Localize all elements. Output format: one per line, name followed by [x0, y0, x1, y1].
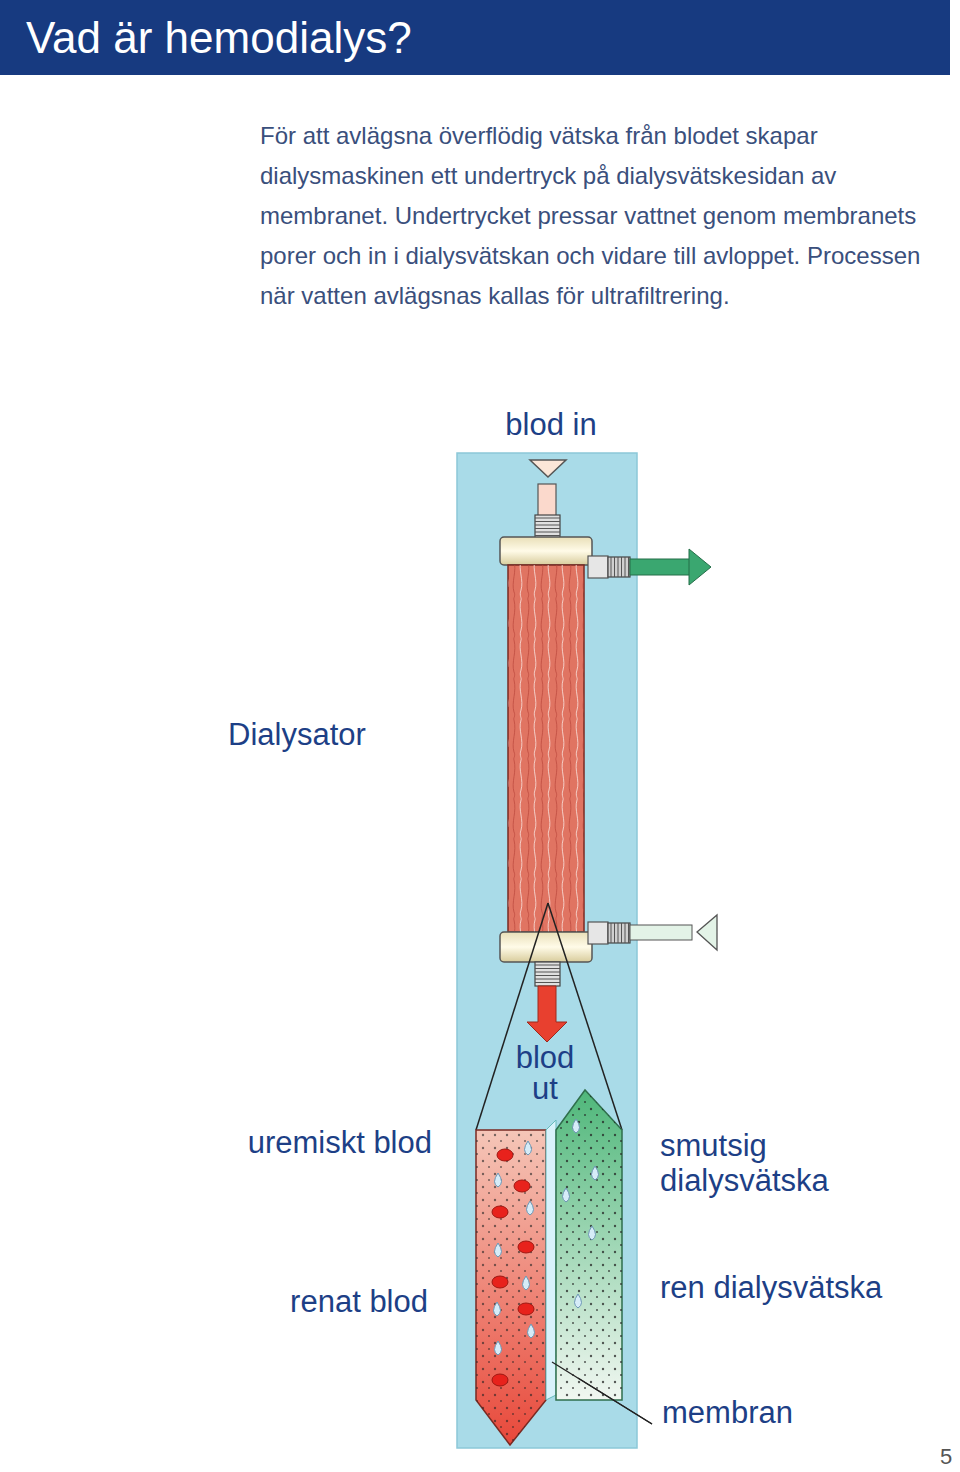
flow-label: blod ut — [505, 1042, 585, 1104]
part-label: ren dialysvätska — [660, 1270, 882, 1305]
body-text: För att avlägsna överflödig vätska från … — [260, 116, 930, 316]
part-label: uremiskt blod — [248, 1125, 432, 1160]
part-label: renat blod — [290, 1284, 428, 1319]
dialyzer-node: Dialysator — [220, 537, 592, 962]
part-label: smutsig dialysvätska — [660, 1128, 910, 1198]
page-number: 5 — [940, 1444, 952, 1470]
node-label: Dialysator — [228, 717, 366, 752]
flow-label: blod in — [471, 407, 631, 442]
part-label: membran — [662, 1395, 793, 1430]
page-title: Vad är hemodialys? — [26, 13, 412, 63]
